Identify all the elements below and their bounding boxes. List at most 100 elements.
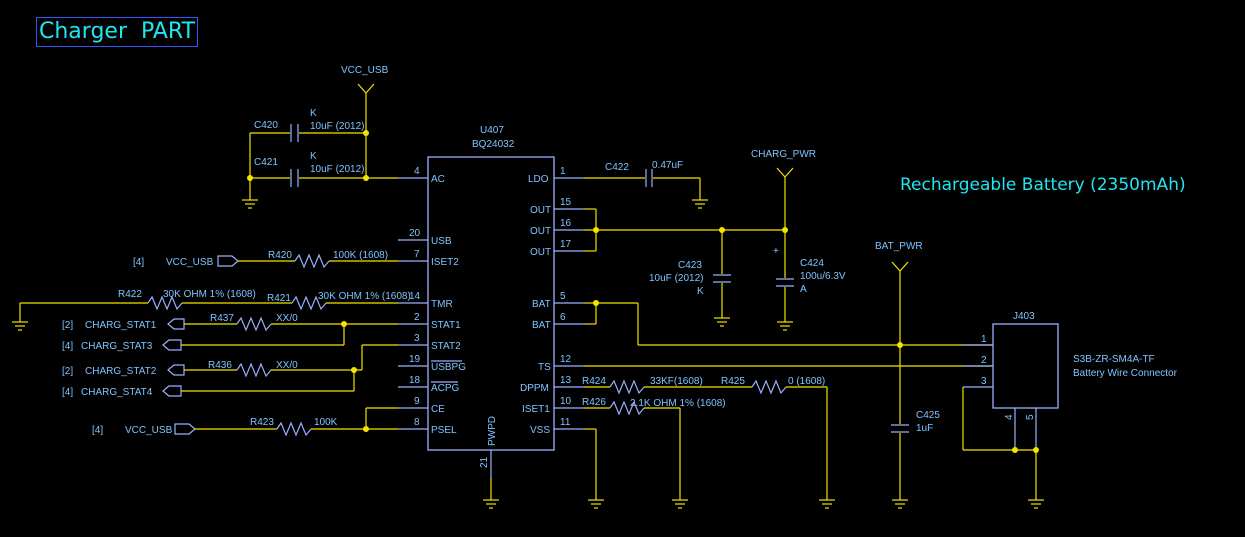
port-vcc-usb-1: [4] VCC_USB [133, 255, 239, 268]
page-title: Charger PART [36, 17, 199, 47]
resistor-r437: R437 XX/0 [210, 313, 398, 332]
port-charg-stat3: [4] CHARG_STAT3 [62, 324, 345, 352]
svg-text:10uF (2012): 10uF (2012) [310, 164, 364, 175]
pin-name: LDO [528, 174, 549, 185]
pin-num: 5 [560, 291, 566, 302]
svg-text:R436: R436 [208, 360, 232, 371]
svg-text:33KF(1608): 33KF(1608) [650, 376, 703, 387]
svg-text:CHARG_STAT4: CHARG_STAT4 [81, 387, 153, 398]
ic-right-pins: 1 LDO 15 OUT 16 OUT 17 OUT 5 BAT 6 BAT 1… [520, 166, 584, 436]
svg-text:CHARG_STAT2: CHARG_STAT2 [85, 366, 157, 377]
pin-name: BAT [532, 320, 551, 331]
svg-text:[4]: [4] [62, 341, 73, 352]
pin-num: 10 [560, 396, 572, 407]
svg-text:R425: R425 [721, 376, 745, 387]
connector-j403: J403 1 2 3 4 5 S3B-ZR-SM4A-TF Battery Wi… [963, 311, 1178, 450]
pin-num: 8 [414, 417, 420, 428]
pin-name: DPPM [520, 383, 549, 394]
svg-text:K: K [310, 151, 317, 162]
resistor-r420: R420 100K (1608) [238, 250, 398, 269]
svg-text:R426: R426 [582, 397, 606, 408]
svg-text:C425: C425 [916, 410, 940, 421]
port-charg-stat4: [4] CHARG_STAT4 [62, 370, 355, 398]
ground-symbol [777, 321, 793, 331]
capacitor-c424: + C424 100u/6.3V A [773, 246, 846, 322]
pin-name: VSS [530, 425, 550, 436]
svg-text:R424: R424 [582, 376, 606, 387]
svg-text:30K OHM 1% (1608): 30K OHM 1% (1608) [163, 289, 256, 300]
pin-num: 15 [560, 197, 572, 208]
ground-symbol [892, 499, 908, 509]
pin-num: 11 [560, 417, 571, 428]
pin-num: 20 [409, 228, 421, 239]
pin-name: OUT [530, 247, 551, 258]
svg-text:VCC_USB: VCC_USB [125, 425, 173, 436]
svg-text:K: K [310, 108, 317, 119]
pin-num: 18 [409, 375, 421, 386]
pin-name: USBPG [431, 362, 466, 373]
ground-symbol [483, 499, 499, 509]
svg-text:R437: R437 [210, 313, 234, 324]
pin-num: 1 [560, 166, 566, 177]
pin-name: ISET2 [431, 257, 459, 268]
port-charg-stat1: [2] CHARG_STAT1 [62, 318, 237, 331]
capacitor-c420: C420 K 10uF (2012) [250, 108, 366, 142]
pin-name: AC [431, 174, 445, 185]
svg-text:3: 3 [981, 376, 987, 387]
pin-num: 16 [560, 218, 572, 229]
capacitor-c425: C425 1uF [891, 345, 940, 500]
charg-pwr-net: CHARG_PWR [751, 149, 816, 278]
resistor-r421: R421 30K OHM 1% (1608) [267, 291, 411, 311]
svg-text:1uF: 1uF [916, 423, 933, 434]
svg-text:30K OHM 1% (1608): 30K OHM 1% (1608) [318, 291, 411, 302]
ground-symbol [588, 499, 604, 509]
pin-name: TS [538, 362, 551, 373]
pin-name: STAT2 [431, 341, 461, 352]
svg-text:[2]: [2] [62, 320, 73, 331]
ic-left-pins: 4 AC 20 USB 7 ISET2 14 TMR 2 STAT1 3 STA… [398, 166, 466, 436]
svg-text:CHARG_PWR: CHARG_PWR [751, 149, 816, 160]
svg-text:C421: C421 [254, 157, 278, 168]
pin-num: 14 [409, 291, 421, 302]
svg-text:BAT_PWR: BAT_PWR [875, 241, 923, 252]
pin-num: 12 [560, 354, 572, 365]
svg-text:XX/0: XX/0 [276, 313, 298, 324]
svg-text:C422: C422 [605, 162, 629, 173]
pin-name: TMR [431, 299, 453, 310]
svg-text:CHARG_STAT1: CHARG_STAT1 [85, 320, 157, 331]
ground-symbol [692, 199, 708, 209]
svg-text:4: 4 [1004, 414, 1015, 420]
pin-name: OUT [530, 205, 551, 216]
battery-title: Rechargeable Battery (2350mAh) [900, 175, 1186, 195]
svg-text:0 (1608): 0 (1608) [788, 376, 825, 387]
svg-text:A: A [800, 284, 807, 295]
pin-name: ACPG [431, 383, 460, 394]
svg-text:2.1K OHM 1% (1608): 2.1K OHM 1% (1608) [630, 398, 726, 409]
svg-text:100K: 100K [314, 417, 338, 428]
resistor-r436: R436 XX/0 [208, 360, 362, 378]
port-vcc-usb-2: [4] VCC_USB [92, 423, 277, 436]
pin-name: OUT [530, 226, 551, 237]
ic-part: BQ24032 [472, 139, 515, 150]
bat-pwr-net: BAT_PWR [875, 241, 923, 345]
svg-text:+: + [773, 246, 779, 257]
svg-text:S3B-ZR-SM4A-TF: S3B-ZR-SM4A-TF [1073, 354, 1155, 365]
svg-text:[4]: [4] [62, 387, 73, 398]
pin-name: PSEL [431, 425, 457, 436]
capacitor-c422: C422 0.47uF [584, 160, 701, 200]
svg-text:R420: R420 [268, 250, 292, 261]
svg-text:VCC_USB: VCC_USB [341, 65, 389, 76]
svg-text:1: 1 [981, 334, 987, 345]
resistor-r423: R423 100K [250, 417, 398, 437]
pin-name: USB [431, 236, 452, 247]
svg-text:VCC_USB: VCC_USB [166, 257, 214, 268]
pin-num: 21 [479, 456, 490, 468]
svg-text:C424: C424 [800, 258, 824, 269]
svg-text:XX/0: XX/0 [276, 360, 298, 371]
svg-text:[4]: [4] [92, 425, 103, 436]
resistor-r425: R425 0 (1608) [721, 376, 828, 500]
resistor-r424: R424 33KF(1608) [582, 376, 752, 395]
svg-text:R423: R423 [250, 417, 274, 428]
ic-ref: U407 [480, 125, 504, 136]
